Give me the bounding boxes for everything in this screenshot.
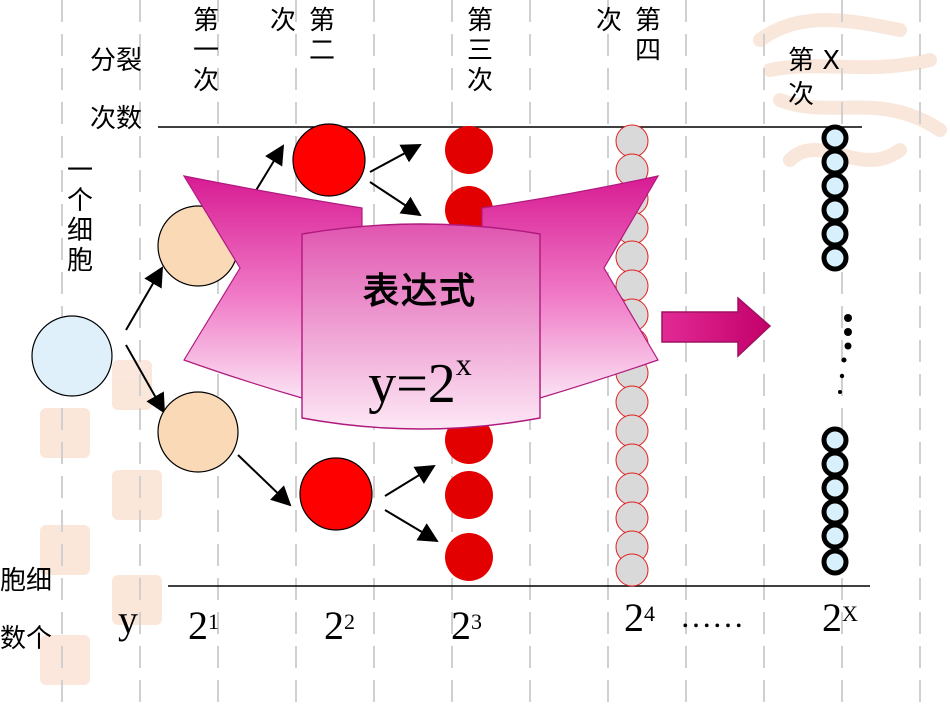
count-gen2: 22 [324, 603, 355, 648]
arrow [384, 464, 436, 497]
ellipsis: …… [680, 598, 744, 634]
big-arrow [661, 296, 772, 358]
cell-count-label-2: 数个 [0, 624, 53, 654]
count-gen3: 23 [451, 603, 482, 648]
watermark-seal [753, 13, 947, 167]
count-gen4: 24 [624, 595, 655, 640]
col-header-2-prefix: 次 [270, 6, 297, 36]
col-header-3: 第三次 [466, 6, 493, 96]
start-cell [31, 315, 113, 397]
gen4-column [615, 124, 649, 587]
one-cell-label: 一个细胞 [66, 156, 93, 276]
gen2-cell [299, 457, 373, 531]
arrow [125, 344, 165, 414]
vertical-dots [838, 314, 852, 394]
banner-formula: y=2x [368, 346, 472, 415]
split-count-label-1: 分裂 [90, 46, 143, 76]
arrow [369, 144, 422, 173]
count-gen1: 21 [188, 603, 219, 648]
col-header-2: 第二 [308, 6, 335, 66]
col-header-1: 第一次 [192, 6, 219, 96]
cell-count-label-1: 胞细 [0, 566, 53, 596]
col-header-4: 第四 [634, 6, 661, 66]
watermark-small [40, 360, 162, 685]
gen1-cell [157, 391, 239, 473]
gen2-cell [292, 123, 366, 197]
split-count-label-2: 次数 [90, 104, 143, 134]
count-genx: 2X [822, 595, 858, 640]
expression-banner [182, 175, 660, 430]
y-label: y [118, 597, 138, 642]
col-header-4-prefix: 次 [596, 6, 623, 36]
arrow [237, 454, 292, 507]
arrow [125, 266, 164, 331]
banner-title: 表达式 [362, 270, 477, 312]
arrow [369, 181, 422, 217]
arrow [384, 509, 439, 543]
genx-column [821, 124, 849, 576]
